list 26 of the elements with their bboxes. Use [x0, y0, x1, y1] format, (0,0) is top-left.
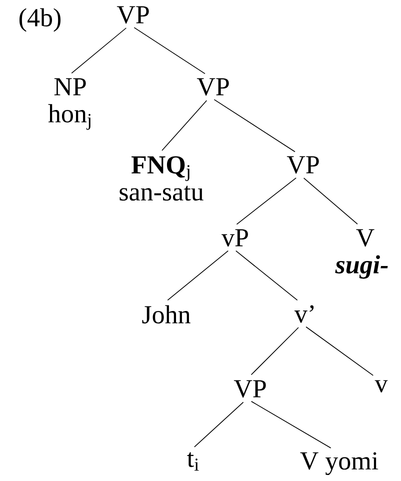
- tree-node-label: V yomi: [300, 452, 378, 476]
- tree-node-label: v: [374, 380, 388, 392]
- branch-line: [167, 250, 229, 301]
- tree-node-label: NP hon$_{j}$: [48, 78, 90, 130]
- branch-line: [236, 178, 296, 225]
- tree-node-label: v’: [294, 305, 314, 323]
- branch-line: [303, 178, 358, 224]
- tree-node-label: vP: [222, 229, 248, 246]
- branch-line: [236, 250, 298, 301]
- branch-line: [134, 27, 206, 74]
- tree-node-label: t$_{i}$: [187, 452, 199, 471]
- tree-node-label: VP: [234, 380, 266, 398]
- tree-node-label: FNQ$_{j}$ san-satu: [120, 156, 204, 201]
- tree-node-label: John: [142, 305, 190, 324]
- tree-node-label: VP: [196, 78, 229, 96]
- tree-node-label: VP: [116, 6, 149, 24]
- tree-node-label: V sugi-: [335, 229, 388, 279]
- tree-node-label: VP: [286, 156, 319, 174]
- branch-line: [194, 402, 244, 448]
- branch-line: [214, 99, 296, 152]
- example-number: (4b): [19, 8, 60, 32]
- branch-line: [162, 100, 208, 151]
- branch-line: [71, 28, 127, 74]
- branch-line: [250, 400, 332, 448]
- branch-line: [250, 327, 299, 376]
- branch-line: [306, 326, 374, 376]
